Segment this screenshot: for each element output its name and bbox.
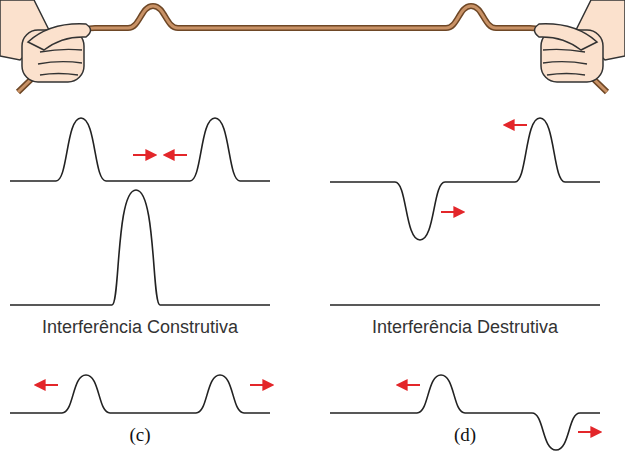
panel-letter: (c) <box>129 425 150 446</box>
caption-label: Interferência Construtiva <box>42 318 238 338</box>
panel-letter: (d) <box>454 425 476 446</box>
direction-arrows <box>36 125 600 432</box>
left-hand <box>0 0 91 82</box>
rope <box>18 6 607 92</box>
right-hand <box>535 0 625 82</box>
caption-label: Interferência Destrutiva <box>372 318 558 338</box>
wave-lines <box>10 118 600 450</box>
